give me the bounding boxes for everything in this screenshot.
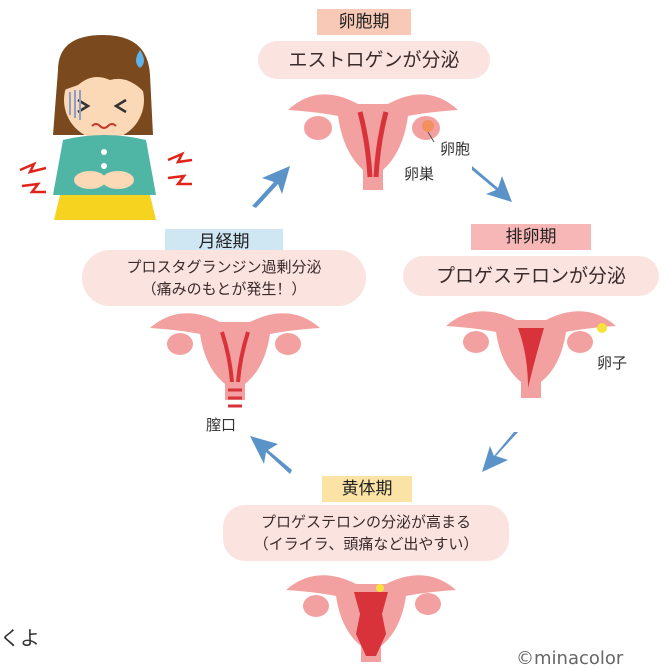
cropped-text-fragment: くよ <box>0 626 40 650</box>
phase-follicular-title: 卵胞期 <box>317 9 411 35</box>
ovulation-bubble: プロゲステロンが分泌 <box>403 256 659 296</box>
uterus-menstrual-illustration <box>150 313 320 408</box>
follicular-bubble: エストロゲンが分泌 <box>258 41 490 79</box>
label-ovary: 卵巣 <box>404 165 435 183</box>
phase-luteal-title: 黄体期 <box>322 476 412 502</box>
luteal-line-2: （イライラ、頭痛など出やすい） <box>253 535 479 553</box>
menstrual-line-1: プロスタグランジン過剰分泌 <box>126 258 322 276</box>
uterus-follicular-illustration <box>288 94 458 190</box>
arrow-follicular-to-ovulation <box>472 166 512 202</box>
uterus-luteal-illustration <box>286 575 456 662</box>
arrow-luteal-to-menstrual <box>250 436 292 474</box>
arrow-ovulation-to-luteal <box>482 432 518 472</box>
girl-in-pain-illustration <box>19 35 193 220</box>
phase-ovulation-title: 排卵期 <box>471 224 591 250</box>
label-follicle: 卵胞 <box>440 140 471 158</box>
label-egg: 卵子 <box>597 354 628 372</box>
luteal-line-1: プロゲステロンの分泌が高まる <box>260 513 471 531</box>
copyright-text: ©minacolor <box>516 648 624 669</box>
luteal-bubble: プロゲステロンの分泌が高まる （イライラ、頭痛など出やすい） <box>223 505 509 561</box>
uterus-ovulation-illustration <box>446 311 616 398</box>
menstrual-bubble: プロスタグランジン過剰分泌 （痛みのもとが発生！） <box>82 250 366 306</box>
arrow-menstrual-to-follicular <box>252 166 290 208</box>
label-vagina: 膣口 <box>206 416 237 434</box>
menstrual-line-2: （痛みのもとが発生！） <box>141 280 307 298</box>
